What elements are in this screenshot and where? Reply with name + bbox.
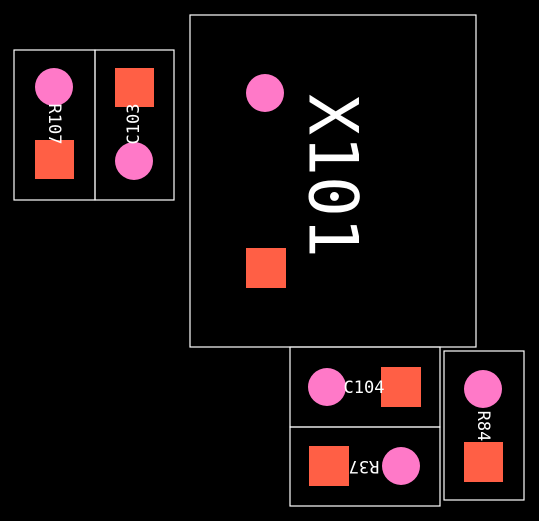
component-c103[interactable]: C103 (94, 49, 175, 201)
r37-pad-round[interactable] (382, 447, 420, 485)
c103-pad-round[interactable] (115, 142, 153, 180)
x101-pad-square[interactable] (246, 248, 286, 288)
r84-outline (443, 350, 525, 501)
r107-pad-square[interactable] (35, 140, 74, 179)
c103-pad-square[interactable] (115, 68, 154, 107)
c104-pad-round[interactable] (308, 368, 346, 406)
r84-designator: R84 (473, 411, 493, 442)
c103-designator: C103 (124, 104, 144, 145)
r84-pad-round[interactable] (464, 370, 502, 408)
r37-outline (289, 426, 441, 507)
component-r84[interactable]: R84 (443, 350, 525, 501)
component-x101[interactable]: X101 (189, 14, 477, 348)
component-r107[interactable]: R107 (13, 49, 96, 201)
c103-outline (94, 49, 175, 201)
r107-pad-round[interactable] (35, 68, 73, 106)
r37-pad-square[interactable] (309, 446, 349, 486)
r107-designator: R107 (44, 104, 64, 145)
component-r37[interactable]: R37 (289, 426, 441, 507)
x101-pad-round[interactable] (246, 74, 284, 112)
r84-pad-square[interactable] (464, 442, 503, 482)
c104-pad-square[interactable] (381, 367, 421, 407)
component-c104[interactable]: C104 (289, 346, 441, 428)
x101-designator: X101 (293, 94, 372, 258)
r37-designator: R37 (349, 456, 380, 476)
c104-designator: C104 (344, 378, 385, 398)
